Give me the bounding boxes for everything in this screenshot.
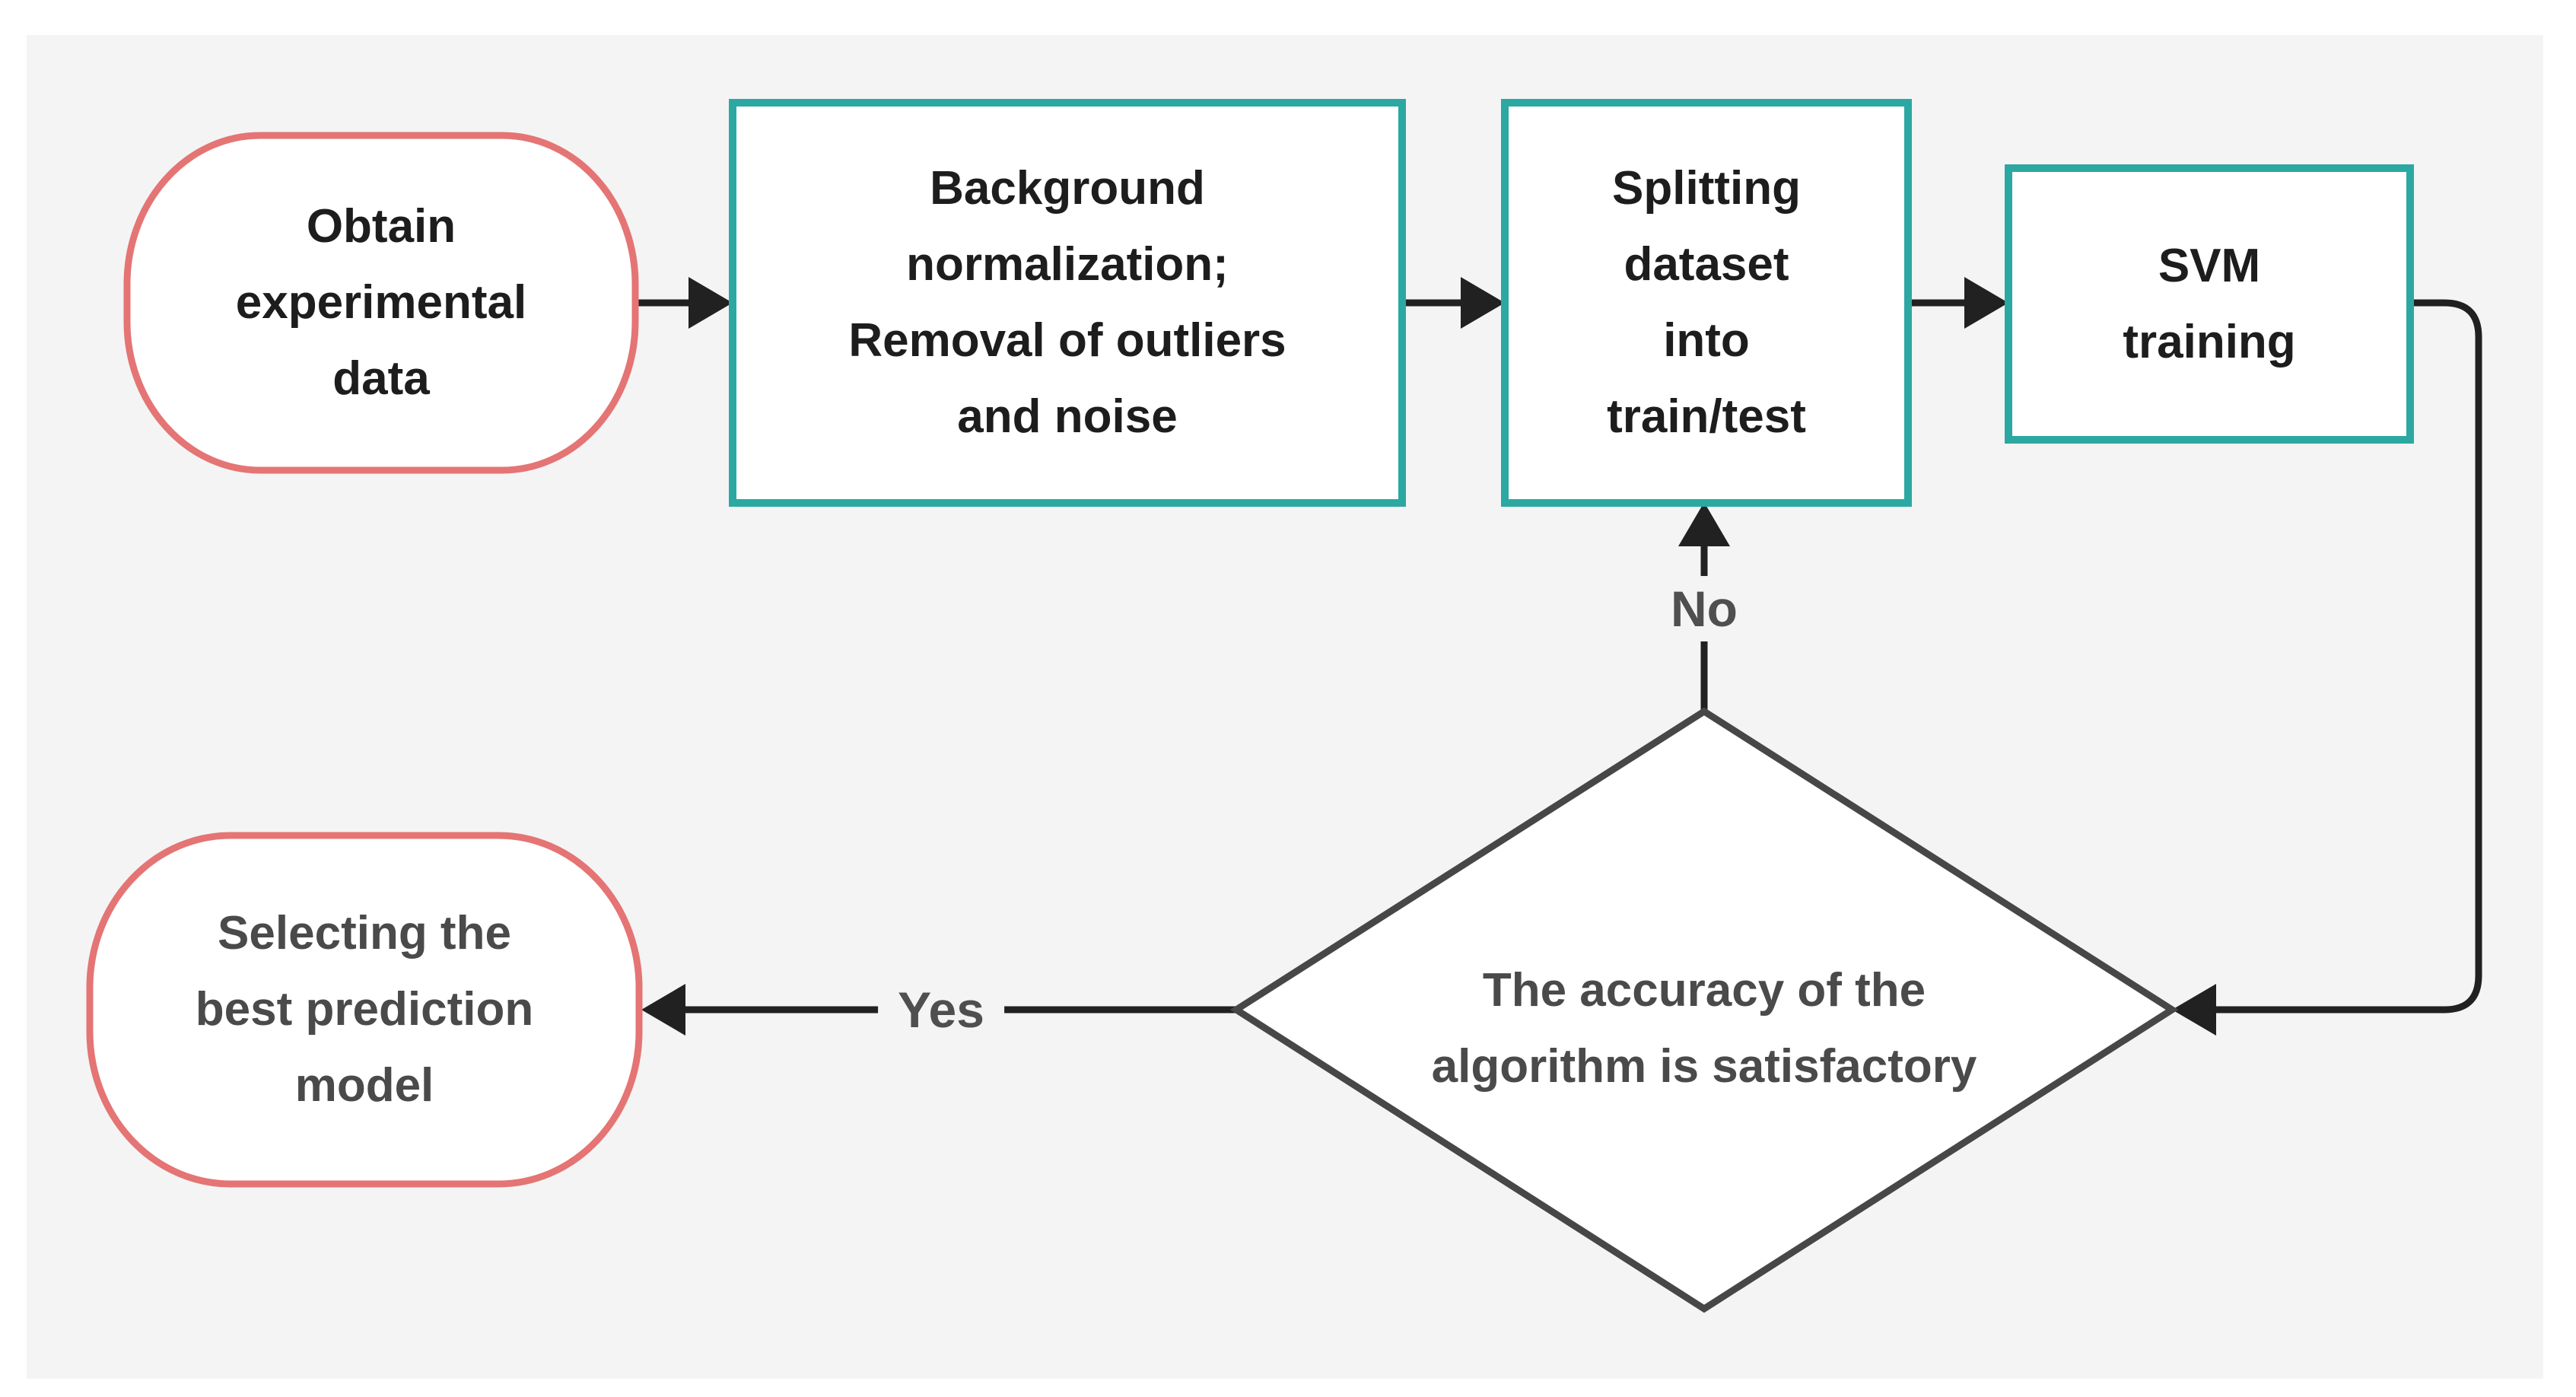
node-select-label: Selecting the best prediction model [195,907,534,1112]
node-train-label: SVM training [2123,240,2296,368]
node-start-shape [123,132,639,474]
arrowhead-into-split [1461,277,1505,329]
arrowhead-no-into-split [1678,502,1730,546]
node-split-label: Splitting dataset into train/test [1607,162,1806,443]
node-decision-label: The accuracy of the algorithm is satisfa… [1431,964,1977,1093]
arrowhead-into-preprocess [689,277,733,329]
node-start-label: Obtain experimental data [235,200,527,405]
arrowhead-yes-into-select [641,984,685,1036]
node-select-shape [86,832,643,1188]
arrowhead-group [641,277,2216,1036]
node-decision-shape [1229,707,2179,1313]
node-preprocess-label: Background normalization; Removal of out… [848,162,1286,443]
node-preprocess-shape [729,99,1406,507]
arrowhead-into-train [1964,277,2008,329]
edge-label-no: No [1651,576,1757,641]
arrowhead-into-decision [2172,984,2216,1036]
node-train-shape [2005,164,2414,444]
connector-train-to-decision [2215,299,2482,1014]
edge-label-yes: Yes [878,977,1004,1042]
node-split-shape [1501,99,1912,507]
